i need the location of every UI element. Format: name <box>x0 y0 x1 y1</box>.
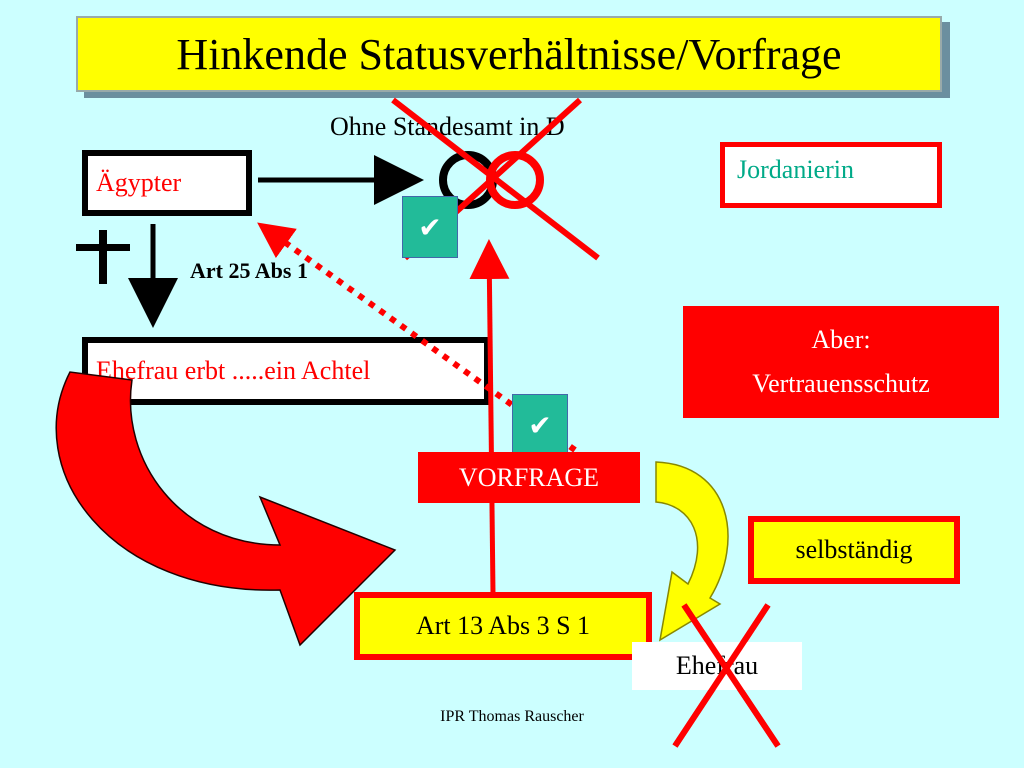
page-title: Hinkende Statusverhältnisse/Vorfrage <box>76 16 942 92</box>
jordanierin-box: Jordanierin <box>720 142 942 208</box>
aegypter-box: Ägypter <box>82 150 252 216</box>
ehefrau-label: Ehefrau <box>675 651 759 680</box>
selbstaendig-label: selbständig <box>795 535 913 564</box>
check-icon: ✔ <box>512 394 568 456</box>
aber-box: Aber: Vertrauensschutz <box>683 306 999 418</box>
footer-label: IPR Thomas Rauscher <box>440 708 584 725</box>
art25-label: Art 25 Abs 1 <box>190 258 308 283</box>
subtitle-label: Ohne Standesamt in D <box>330 112 565 141</box>
vorfrage-label: VORFRAGE <box>458 462 600 492</box>
vorfrage-box: VORFRAGE <box>418 452 640 503</box>
jordanierin-label: Jordanierin <box>737 155 854 184</box>
art13-label: Art 13 Abs 3 S 1 <box>415 611 591 640</box>
check-icon: ✔ <box>402 196 458 258</box>
selbstaendig-box: selbständig <box>748 516 960 584</box>
ehefrau-box: Ehefrau <box>632 642 802 690</box>
aegypter-label: Ägypter <box>96 168 182 197</box>
curved-red-arrow <box>55 371 397 647</box>
arrow-art13-to-marriage <box>469 239 510 595</box>
ehefrau-erbt-label: Ehefrau erbt .....ein Achtel <box>96 356 371 385</box>
death-cross-icon <box>76 230 130 284</box>
ehefrau-erbt-box: Ehefrau erbt .....ein Achtel <box>82 337 490 405</box>
art13-box: Art 13 Abs 3 S 1 <box>354 592 652 660</box>
aber-line2: Vertrauensschutz <box>752 369 930 398</box>
aber-line1: Aber: <box>811 325 871 354</box>
